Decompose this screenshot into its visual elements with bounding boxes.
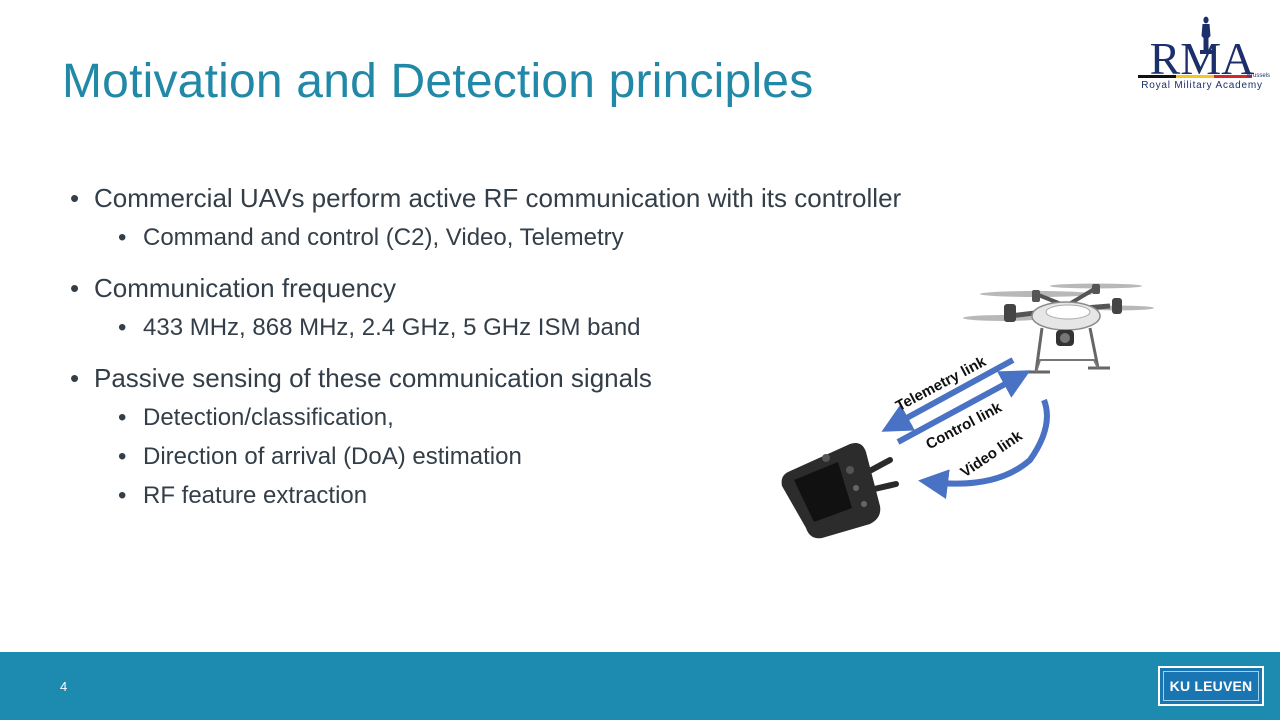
rma-city: Brussels [1247, 73, 1270, 79]
slide-title: Motivation and Detection principles [62, 55, 814, 108]
uav-link-illustration: Telemetry link Control link Video link [781, 283, 1154, 539]
sub-bullet-item: • Detection/classification, [70, 400, 1030, 435]
bullet-dot: • [118, 482, 127, 509]
telemetry-link-arrow [881, 357, 1015, 432]
bullet-list: • Commercial UAVs perform active RF commu… [70, 180, 1030, 513]
bullet-dot: • [118, 404, 127, 431]
bullet-text: Detection/classification, [143, 404, 394, 431]
sub-bullet-item: • RF feature extraction [70, 478, 1030, 513]
bullet-dot: • [70, 183, 80, 213]
bullet-dot: • [118, 314, 127, 341]
sub-bullet-item: • Direction of arrival (DoA) estimation [70, 439, 1030, 474]
ku-leuven-wordmark: KU LEUVEN [1163, 671, 1259, 701]
flag-stripe-black [1138, 75, 1176, 78]
video-link-arrow [918, 398, 1050, 500]
bullet-text: Commercial UAVs perform active RF commun… [94, 183, 902, 213]
sub-bullet-item: • 433 MHz, 868 MHz, 2.4 GHz, 5 GHz ISM ba… [70, 310, 1030, 345]
drone-icon [963, 283, 1154, 374]
rma-logo: RMA Brussels Royal Military Academy [1138, 16, 1270, 91]
bullet-dot: • [70, 363, 80, 393]
flag-stripe-yellow [1176, 75, 1214, 78]
remote-controller-icon [781, 443, 899, 539]
page-number: 4 [60, 679, 68, 694]
bullet-text: RF feature extraction [143, 482, 368, 509]
bullet-text: 433 MHz, 868 MHz, 2.4 GHz, 5 GHz ISM ban… [143, 314, 641, 341]
bullet-item: • Passive sensing of these communication … [70, 360, 1030, 396]
bullet-dot: • [118, 224, 127, 251]
bullet-item: • Communication frequency [70, 270, 1030, 306]
bullet-text: Communication frequency [94, 273, 397, 303]
control-link-arrow [896, 370, 1031, 445]
rma-name: Royal Military Academy [1141, 80, 1263, 91]
ku-leuven-logo: KU LEUVEN [1158, 666, 1264, 706]
flag-stripe-red [1214, 75, 1252, 78]
bullet-text: Passive sensing of these communication s… [94, 363, 652, 393]
bullet-dot: • [70, 273, 80, 303]
bullet-text: Command and control (C2), Video, Telemet… [143, 224, 624, 251]
bullet-item: • Commercial UAVs perform active RF commu… [70, 180, 1030, 216]
footer-bar: 4 KU LEUVEN [0, 652, 1280, 720]
bullet-dot: • [118, 443, 127, 470]
sub-bullet-item: • Command and control (C2), Video, Teleme… [70, 220, 1030, 255]
statue-icon [1200, 16, 1212, 54]
bullet-text: Direction of arrival (DoA) estimation [143, 443, 522, 470]
